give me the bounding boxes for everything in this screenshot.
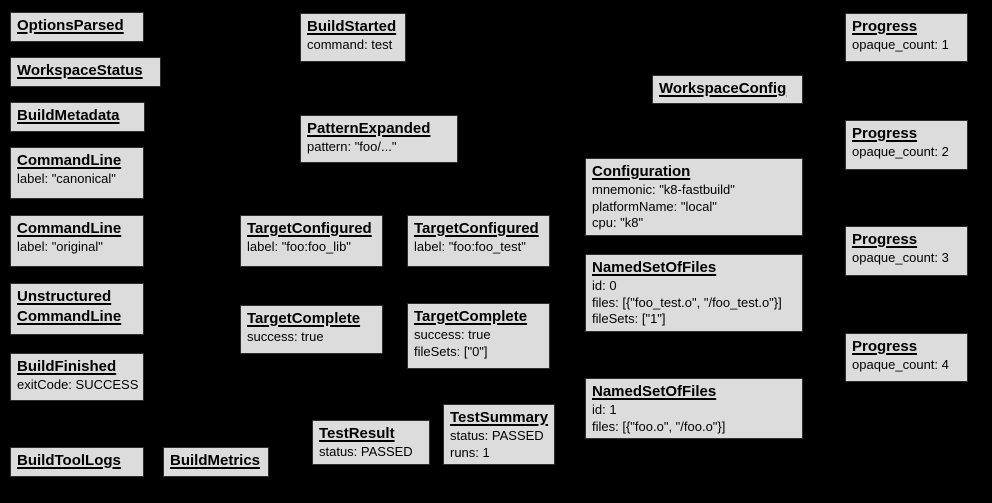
node-target-configured-foo-test: TargetConfigured label: "foo:foo_test" [407, 215, 550, 267]
node-workspace-config: WorkspaceConfig [652, 75, 803, 104]
node-target-complete-foo-lib: TargetComplete success: true [240, 305, 383, 354]
node-detail-line: cpu: "k8" [592, 215, 644, 230]
node-build-finished: BuildFinished exitCode: SUCCESS [10, 353, 144, 401]
node-detail-line: opaque_count: 1 [852, 37, 949, 52]
node-detail-line: label: "original" [17, 239, 103, 254]
node-detail-line: success: true [247, 329, 324, 344]
node-title: WorkspaceConfig [659, 80, 787, 97]
node-detail-line: platformName: "local" [592, 198, 717, 214]
node-build-tool-logs: BuildToolLogs [10, 447, 144, 477]
node-detail-line: exitCode: SUCCESS [17, 377, 139, 392]
node-title: Progress [852, 125, 918, 142]
node-detail-line: fileSets: ["1"] [592, 311, 666, 326]
node-title: BuildFinished [17, 358, 117, 375]
node-options-parsed: OptionsParsed [10, 12, 144, 42]
node-title: TestSummary [450, 409, 549, 426]
node-build-started: BuildStarted command: test [300, 13, 406, 62]
node-detail-line: opaque_count: 2 [852, 144, 949, 159]
node-detail-line: label: "canonical" [17, 171, 116, 186]
node-title: TargetComplete [247, 310, 361, 327]
node-title: CommandLine [17, 220, 122, 237]
node-detail-line: label: "foo:foo_lib" [247, 239, 351, 254]
node-detail-line: status: PASSED [319, 444, 413, 459]
node-detail-line: opaque_count: 3 [852, 250, 949, 265]
node-title: NamedSetOfFiles [592, 259, 717, 276]
node-detail-line: id: 1 [592, 402, 617, 417]
node-title: TargetConfigured [414, 220, 539, 237]
node-title: TestResult [319, 425, 395, 442]
node-detail-line: files: [{"foo_test.o", "/foo_test.o"}] [592, 294, 782, 310]
node-configuration: Configuration mnemonic: "k8-fastbuild"pla… [585, 158, 803, 236]
node-detail-line: command: test [307, 37, 393, 52]
node-detail-line: status: PASSED [450, 428, 544, 443]
node-title: Progress [852, 231, 918, 248]
node-title: BuildMetadata [17, 107, 120, 124]
node-title: CommandLine [17, 152, 122, 169]
node-detail-line: runs: 1 [450, 444, 490, 460]
node-progress-3: Progress opaque_count: 3 [845, 226, 968, 276]
node-target-configured-foo-lib: TargetConfigured label: "foo:foo_lib" [240, 215, 383, 267]
node-build-metadata: BuildMetadata [10, 102, 145, 132]
node-title: Progress [852, 338, 918, 355]
node-command-line-original: CommandLine label: "original" [10, 215, 144, 267]
node-build-metrics: BuildMetrics [163, 447, 269, 477]
node-title: BuildToolLogs [17, 452, 121, 469]
node-title: WorkspaceStatus [17, 62, 143, 79]
node-title: OptionsParsed [17, 17, 124, 34]
node-detail-line: mnemonic: "k8-fastbuild" [592, 182, 735, 197]
node-detail-line: files: [{"foo.o", "/foo.o"}] [592, 418, 726, 434]
node-title: Unstructured CommandLine [17, 288, 122, 325]
node-progress-2: Progress opaque_count: 2 [845, 120, 968, 170]
node-detail-line: label: "foo:foo_test" [414, 239, 526, 254]
node-detail-line: opaque_count: 4 [852, 357, 949, 372]
node-detail-line: success: true [414, 327, 491, 342]
node-title: TargetConfigured [247, 220, 372, 237]
node-test-result: TestResult status: PASSED [312, 420, 430, 465]
node-progress-4: Progress opaque_count: 4 [845, 333, 968, 382]
node-title: NamedSetOfFiles [592, 383, 717, 400]
node-title: Progress [852, 18, 918, 35]
node-detail-line: pattern: "foo/..." [307, 139, 397, 154]
node-title: BuildStarted [307, 18, 397, 35]
node-detail-line: id: 0 [592, 278, 617, 293]
node-pattern-expanded: PatternExpanded pattern: "foo/..." [300, 115, 458, 163]
node-title: TargetComplete [414, 308, 528, 325]
node-unstructured-command-line: Unstructured CommandLine [10, 283, 144, 335]
node-title: PatternExpanded [307, 120, 431, 137]
node-title: Configuration [592, 163, 691, 180]
node-workspace-status: WorkspaceStatus [10, 57, 161, 87]
node-title: BuildMetrics [170, 452, 261, 469]
node-command-line-canonical: CommandLine label: "canonical" [10, 147, 144, 199]
node-progress-1: Progress opaque_count: 1 [845, 13, 968, 62]
node-detail-line: fileSets: ["0"] [414, 343, 488, 359]
